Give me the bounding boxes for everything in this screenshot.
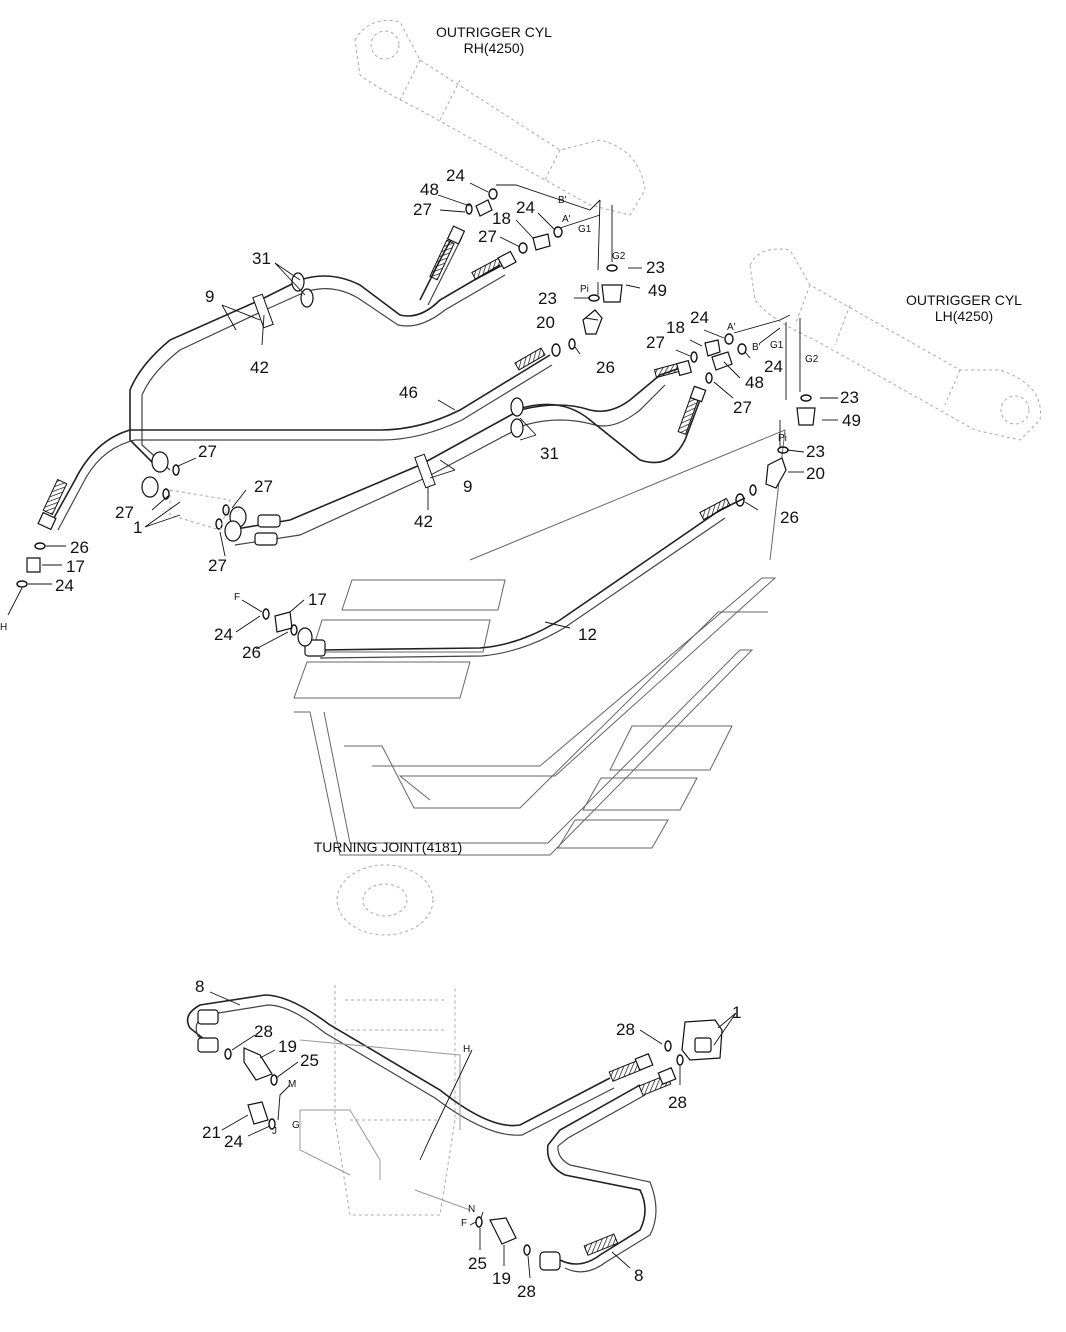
callout-23: 23	[806, 442, 825, 461]
callout-27: 27	[413, 200, 432, 219]
port-label: F	[234, 592, 240, 603]
callout-20: 20	[806, 464, 825, 483]
callout-24: 24	[516, 198, 535, 217]
callout-31: 31	[252, 249, 271, 268]
callout-8: 8	[195, 977, 204, 996]
fitting-group-rh-cyl	[465, 188, 623, 357]
port-label: H	[463, 1044, 470, 1055]
callout-8: 8	[634, 1266, 643, 1285]
turning-joint-ghost	[299, 864, 471, 1216]
port-label: G1	[770, 340, 784, 351]
callout-46: 46	[399, 383, 418, 402]
hose-8-lower	[539, 1067, 677, 1273]
upper-hoses-rh	[419, 225, 517, 306]
callout-24: 24	[690, 308, 709, 327]
callout-24: 24	[55, 576, 74, 595]
callout-49: 49	[648, 281, 667, 300]
hose-8-upper	[186, 994, 654, 1136]
callout-26: 26	[70, 538, 89, 557]
hose-end-fittings-left	[141, 451, 281, 546]
callout-27: 27	[115, 503, 134, 522]
callout-42: 42	[414, 512, 433, 531]
fitting-group-left-lower	[7, 542, 313, 647]
callout-24: 24	[214, 625, 233, 644]
port-label: G1	[578, 224, 592, 235]
callout-26: 26	[242, 643, 261, 662]
callout-27: 27	[254, 477, 273, 496]
title-outrigger-rh-line1: OUTRIGGER CYL	[436, 24, 552, 40]
title-outrigger-rh-line2: RH(4250)	[464, 40, 525, 56]
callout-numbers: 24 48 27 18 24 27 31 9 42 23 23 49 20 26…	[55, 166, 861, 1301]
fitting-group-lh-cyl	[690, 333, 816, 507]
hose-assembly-9-31	[129, 264, 701, 546]
title-outrigger-lh-line2: LH(4250)	[935, 308, 993, 324]
callout-28: 28	[254, 1022, 273, 1041]
outrigger-cylinder-lh-ghost	[749, 248, 1041, 441]
port-label: A'	[562, 214, 571, 225]
callout-1: 1	[133, 518, 142, 537]
callout-17: 17	[308, 590, 327, 609]
port-label: G2	[805, 354, 819, 365]
callout-24: 24	[764, 357, 783, 376]
upper-hoses-lh	[653, 359, 707, 435]
port-label: Pi	[580, 284, 589, 295]
valve-block-1	[664, 1019, 723, 1066]
callout-9: 9	[463, 477, 472, 496]
callout-17: 17	[66, 557, 85, 576]
callout-31: 31	[540, 444, 559, 463]
callout-42: 42	[250, 358, 269, 377]
port-label: F	[461, 1218, 467, 1229]
callout-20: 20	[536, 313, 555, 332]
callout-18: 18	[492, 209, 511, 228]
port-label: B'	[558, 195, 567, 206]
callout-27: 27	[646, 333, 665, 352]
title-turning-joint: TURNING JOINT(4181)	[314, 839, 463, 855]
callout-19: 19	[492, 1269, 511, 1288]
callout-27: 27	[478, 227, 497, 246]
callout-25: 25	[468, 1254, 487, 1273]
callout-48: 48	[420, 180, 439, 199]
joint-fittings	[224, 1039, 531, 1256]
callout-23: 23	[840, 388, 859, 407]
callout-18: 18	[666, 318, 685, 337]
callout-24: 24	[224, 1132, 243, 1151]
callout-26: 26	[780, 508, 799, 527]
callout-28: 28	[616, 1020, 635, 1039]
callout-28: 28	[668, 1093, 687, 1112]
callout-48: 48	[745, 373, 764, 392]
callout-9: 9	[205, 287, 214, 306]
hose-46	[37, 347, 553, 531]
callout-49: 49	[842, 411, 861, 430]
callout-24: 24	[446, 166, 465, 185]
callout-28: 28	[517, 1282, 536, 1301]
port-label: B'	[752, 342, 761, 353]
port-label: N	[468, 1204, 475, 1215]
port-label: J	[272, 1126, 277, 1137]
port-label: H	[0, 622, 7, 633]
callout-12: 12	[578, 625, 597, 644]
callout-25: 25	[300, 1051, 319, 1070]
callout-26: 26	[596, 358, 615, 377]
callout-23: 23	[646, 258, 665, 277]
port-label: G	[292, 1120, 300, 1131]
port-label: M	[288, 1079, 296, 1090]
outrigger-cylinder-rh-ghost	[354, 20, 646, 216]
leader-lines	[28, 182, 838, 1279]
callout-27: 27	[733, 398, 752, 417]
title-outrigger-lh-line1: OUTRIGGER CYL	[906, 292, 1022, 308]
port-label: Pi	[778, 433, 787, 444]
callout-23: 23	[538, 289, 557, 308]
callout-27: 27	[208, 556, 227, 575]
callout-27: 27	[198, 442, 217, 461]
callout-19: 19	[278, 1037, 297, 1056]
port-label: A'	[727, 322, 736, 333]
hose-12	[304, 497, 746, 659]
chassis-frame-outline	[293, 429, 786, 856]
callout-21: 21	[202, 1123, 221, 1142]
callout-1: 1	[732, 1003, 741, 1022]
port-label: G2	[612, 251, 626, 262]
